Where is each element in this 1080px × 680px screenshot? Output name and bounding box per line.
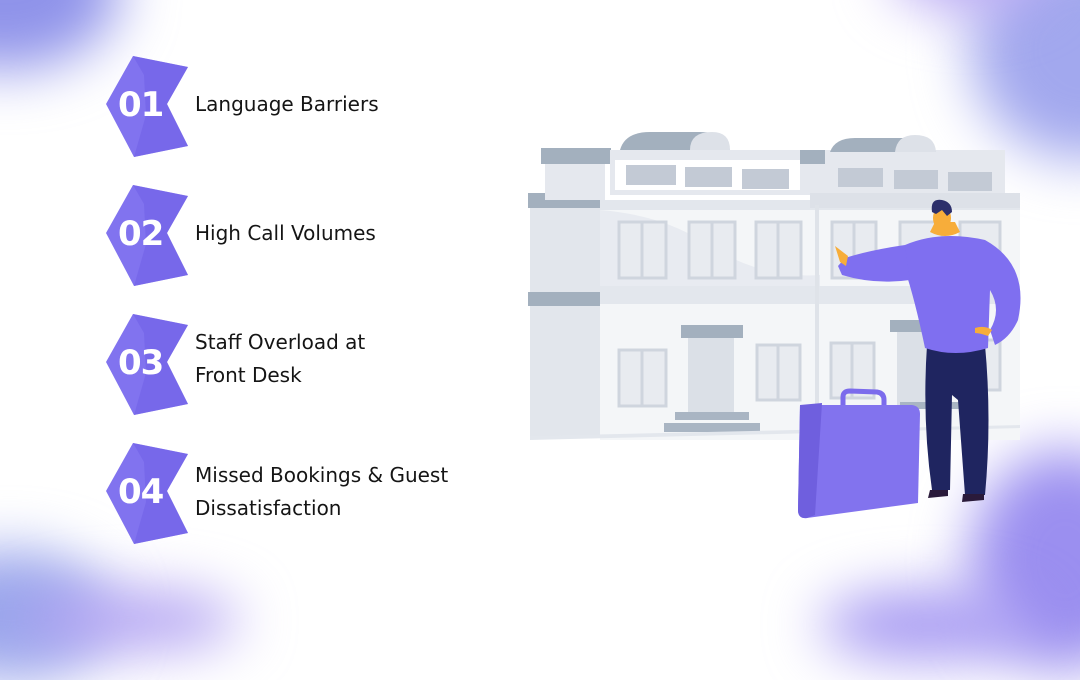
number-badge: 01: [104, 55, 190, 159]
badge-number: 03: [118, 343, 164, 383]
item-label: High Call Volumes: [195, 221, 376, 245]
badge-number: 01: [118, 85, 164, 125]
number-badge: 03: [104, 313, 190, 417]
item-label: Missed Bookings & Guest Dissatisfaction: [195, 463, 449, 520]
decorative-blob-bottom-right-accent: [820, 590, 1040, 660]
suitcase-icon: [798, 388, 920, 519]
badge-number: 04: [118, 472, 164, 512]
chevron-badge-icon: [106, 185, 188, 286]
chevron-badge-icon: [106, 314, 188, 415]
challenges-list: 01 Language Barriers 02 High Call Volume…: [0, 0, 520, 600]
list-item-2: 02 High Call Volumes: [104, 184, 524, 288]
list-item-3: 03 Staff Overload at Front Desk: [104, 313, 524, 417]
list-item-4: 04 Missed Bookings & Guest Dissatisfacti…: [104, 442, 524, 546]
number-badge: 02: [104, 184, 190, 288]
traveler-person-icon: [835, 199, 1021, 502]
list-item-1: 01 Language Barriers: [104, 55, 524, 159]
number-badge: 04: [104, 442, 190, 546]
badge-number: 02: [118, 214, 164, 254]
item-label: Language Barriers: [195, 92, 379, 116]
chevron-badge-icon: [106, 56, 188, 157]
chevron-badge-icon: [106, 443, 188, 544]
hotel-illustration: [520, 120, 1040, 540]
item-label: Staff Overload at Front Desk: [195, 330, 366, 387]
decorative-blob-top-right-accent: [890, 0, 1050, 10]
